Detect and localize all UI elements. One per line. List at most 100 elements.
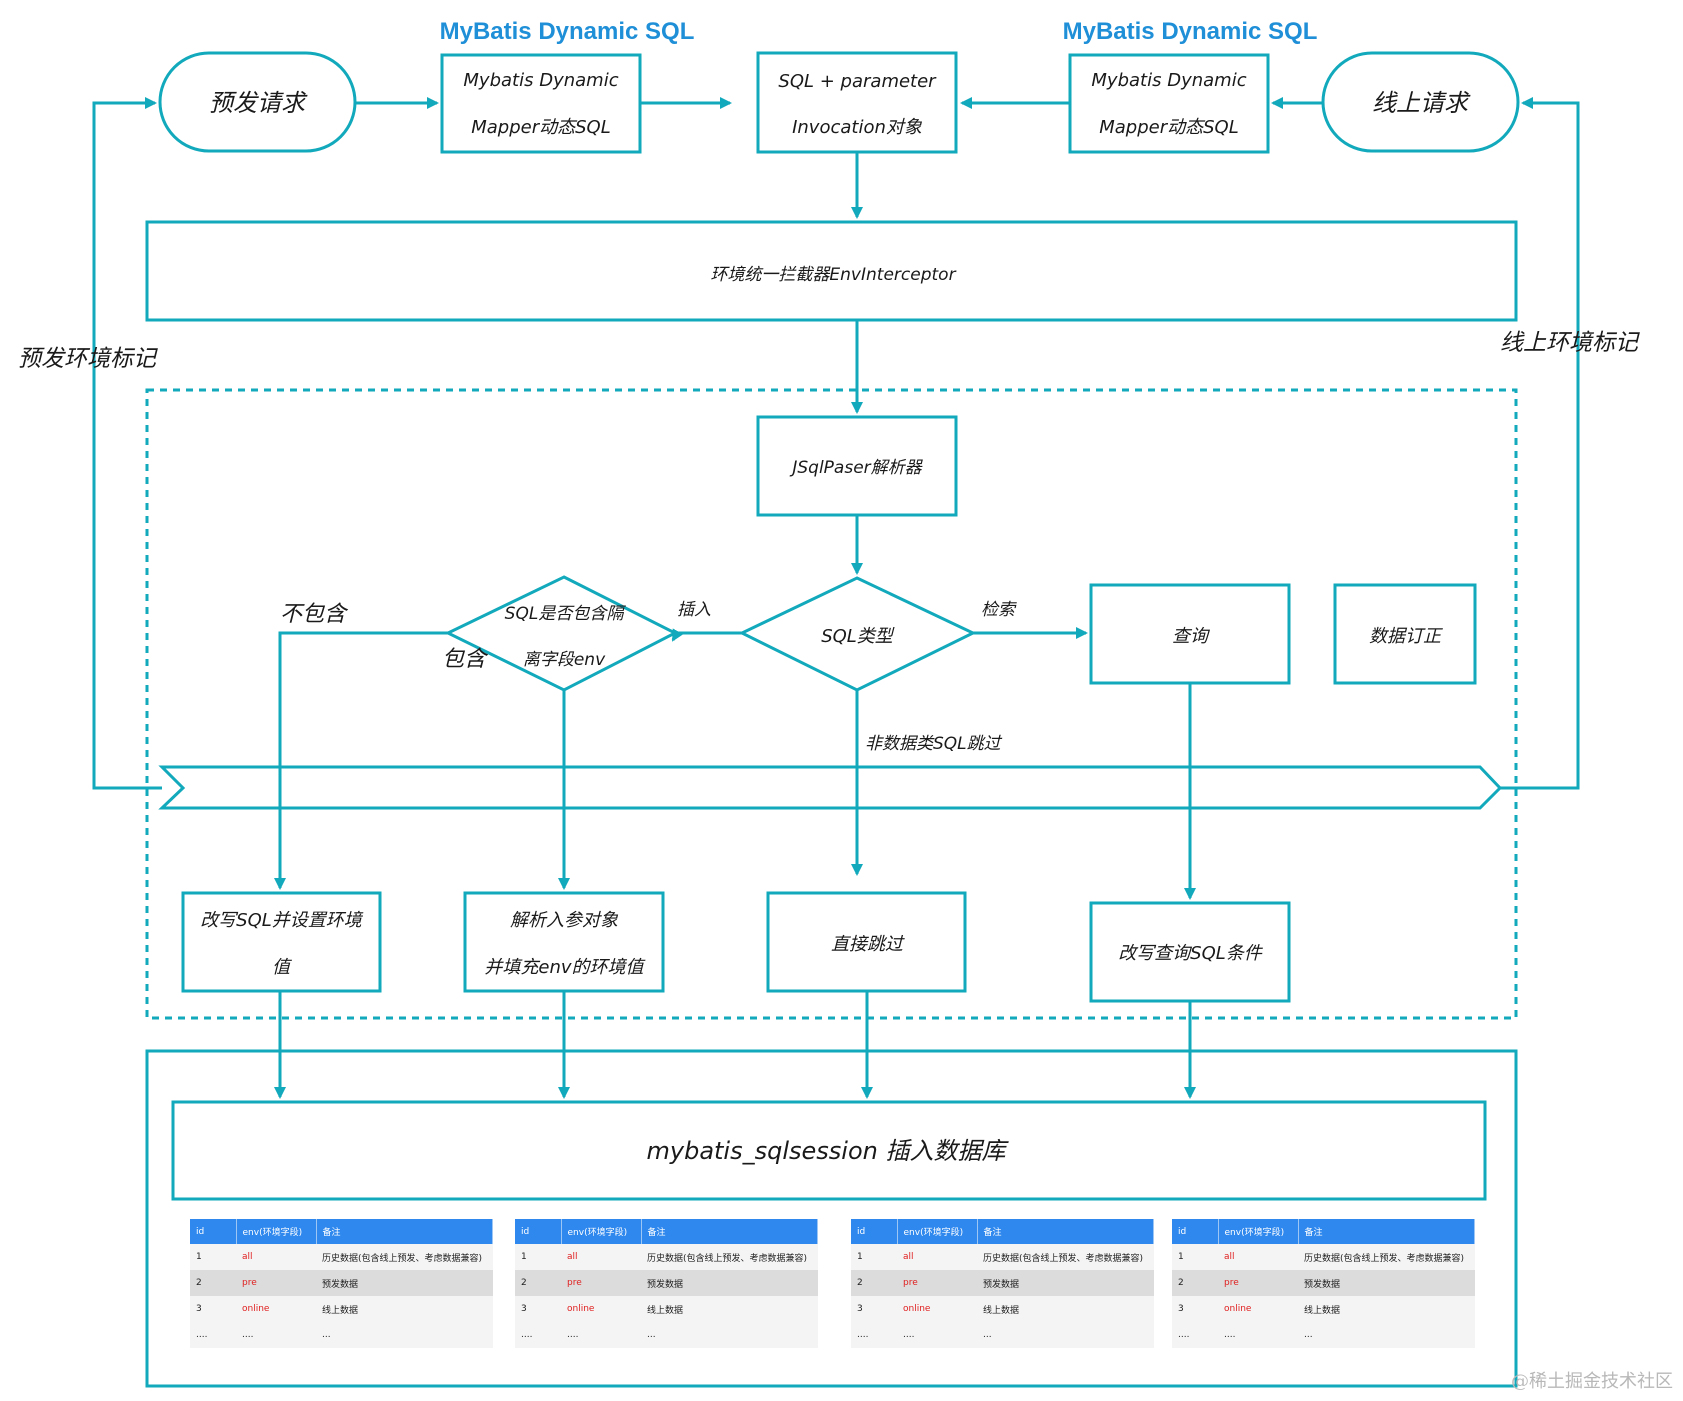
database-frame [145,1049,1518,1388]
col-note: 备注 [977,1219,1154,1244]
cell: 历史数据(包含线上预发、考虑数据兼容) [1298,1244,1475,1270]
parse-params-line1: 解析入参对象 [510,910,619,931]
col-env: env(环境字段) [897,1219,978,1244]
rewrite-set-line2: 值 [272,957,293,978]
col-note: 备注 [641,1219,818,1244]
pre-env-mark-label: 预发环境标记 [18,346,158,372]
rewrite-query-label: 改写查询SQL条件 [1118,943,1264,964]
sqlsession-box [171,1100,1487,1201]
arrow-sqltype-insert [671,628,742,642]
title-right: MyBatis Dynamic SQL [1063,18,1318,45]
table-header-row: id env(环境字段) 备注 [190,1219,493,1244]
cell: all [561,1244,641,1270]
cell: pre [1218,1270,1298,1296]
table-header-row: id env(环境字段) 备注 [851,1219,1154,1244]
cell: .... [190,1322,236,1348]
cell: 3 [1172,1296,1218,1322]
cell: 预发数据 [1298,1270,1475,1296]
invocation-line1: SQL + parameter [778,71,937,92]
contains-env-line2: 离字段env [523,650,606,670]
cell: 2 [851,1270,897,1296]
table-header-row: id env(环境字段) 备注 [1172,1219,1475,1244]
col-env: env(环境字段) [561,1219,642,1244]
sqlsession-label: mybatis_sqlsession 插入数据库 [647,1137,1010,1165]
cell: 线上数据 [316,1296,493,1322]
col-id: id [190,1219,237,1244]
cell: 2 [515,1270,561,1296]
cell: online [1218,1296,1298,1322]
cell: 历史数据(包含线上预发、考虑数据兼容) [977,1244,1154,1270]
cell: 预发数据 [977,1270,1154,1296]
interceptor-label: 环境统一拦截器EnvInterceptor [710,265,956,285]
cell: .... [1172,1322,1218,1348]
interceptor-box [145,220,1518,322]
cell: 1 [190,1244,236,1270]
cell: ... [316,1322,493,1348]
table-row: ........... [190,1322,493,1348]
cell: .... [236,1322,316,1348]
cell: .... [515,1322,561,1348]
cell: .... [1218,1322,1298,1348]
rewrite-set-line1: 改写SQL并设置环境 [200,910,364,931]
parse-params-line2: 并填充env的环境值 [484,957,646,978]
cell: online [561,1296,641,1322]
cell: all [897,1244,977,1270]
cell: 1 [851,1244,897,1270]
col-id: id [1172,1219,1219,1244]
title-left: MyBatis Dynamic SQL [440,18,695,45]
parser-label: JSqlPaser解析器 [789,458,923,478]
cell: ... [641,1322,818,1348]
cell: pre [236,1270,316,1296]
cell: 线上数据 [977,1296,1154,1322]
arrow-online-env-mark [1500,97,1580,790]
retrieve-label: 检索 [981,600,1017,620]
arrow-pre-env-mark [92,97,162,790]
query-label: 查询 [1172,626,1211,647]
contains-env-diamond [444,575,679,692]
cell: 预发数据 [316,1270,493,1296]
cell: .... [897,1322,977,1348]
table-row: ........... [851,1322,1154,1348]
pre-request-label: 预发请求 [209,89,308,117]
cell: ... [977,1322,1154,1348]
contains-env-line1: SQL是否包含隔 [505,604,627,624]
cell: 2 [190,1270,236,1296]
col-id: id [515,1219,562,1244]
parse-area-frame [145,388,1518,1020]
sql-type-label: SQL类型 [821,626,895,647]
cell: all [236,1244,316,1270]
data-fix-box [1333,583,1477,685]
online-env-mark-label: 线上环境标记 [1500,330,1640,356]
cell: .... [851,1322,897,1348]
cell: 3 [190,1296,236,1322]
col-note: 备注 [316,1219,493,1244]
cell: 线上数据 [1298,1296,1475,1322]
watermark: @稀土掘金技术社区 [1511,1371,1673,1392]
cell: online [236,1296,316,1322]
mapper-right-line2: Mapper动态SQL [1099,117,1239,138]
cell: pre [897,1270,977,1296]
cell: 历史数据(包含线上预发、考虑数据兼容) [316,1244,493,1270]
data-fix-label: 数据订正 [1369,626,1443,647]
arrow-not-contains [274,631,448,890]
skip-label: 直接跳过 [831,934,905,955]
cell: all [1218,1244,1298,1270]
env-band [158,765,1503,810]
table-row: ........... [1172,1322,1475,1348]
cell: 线上数据 [641,1296,818,1322]
non-data-skip-label: 非数据类SQL跳过 [865,734,1003,754]
mapper-left-line1: Mybatis Dynamic [463,70,618,91]
